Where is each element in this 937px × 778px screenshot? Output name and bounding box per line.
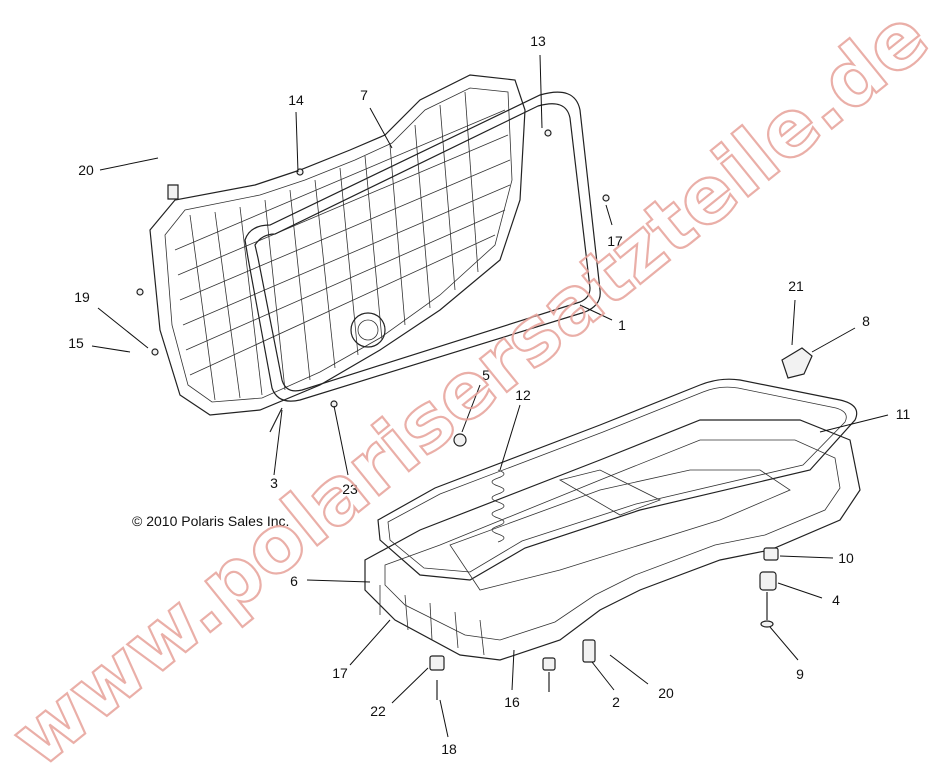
callout-20: 20 <box>658 685 674 701</box>
callout-9: 9 <box>796 666 804 682</box>
callout-7: 7 <box>360 87 368 103</box>
callout-6: 6 <box>290 573 298 589</box>
callout-20: 20 <box>78 162 94 178</box>
callout-3: 3 <box>270 475 278 491</box>
callout-1: 1 <box>618 317 626 333</box>
callout-17: 17 <box>607 233 623 249</box>
callout-8: 8 <box>862 313 870 329</box>
upper-basket-assembly <box>136 74 610 433</box>
callout-18: 18 <box>441 741 457 757</box>
callout-16: 16 <box>504 694 520 710</box>
leader-lines <box>91 54 889 738</box>
callout-17: 17 <box>332 665 348 681</box>
callout-12: 12 <box>515 387 531 403</box>
callout-4: 4 <box>832 592 840 608</box>
callout-2: 2 <box>612 694 620 710</box>
callout-21: 21 <box>788 278 804 294</box>
callout-labels: 13 14 7 20 17 19 15 1 21 8 5 12 11 3 23 … <box>68 33 910 757</box>
callout-23: 23 <box>342 481 358 497</box>
callout-15: 15 <box>68 335 84 351</box>
callout-5: 5 <box>482 367 490 383</box>
callout-10: 10 <box>838 550 854 566</box>
callout-19: 19 <box>74 289 90 305</box>
callout-11: 11 <box>896 406 911 422</box>
lower-tray-assembly <box>364 347 861 700</box>
callout-14: 14 <box>288 92 304 108</box>
copyright-text: © 2010 Polaris Sales Inc. <box>132 513 289 529</box>
callout-22: 22 <box>370 703 386 719</box>
callout-13: 13 <box>530 33 546 49</box>
